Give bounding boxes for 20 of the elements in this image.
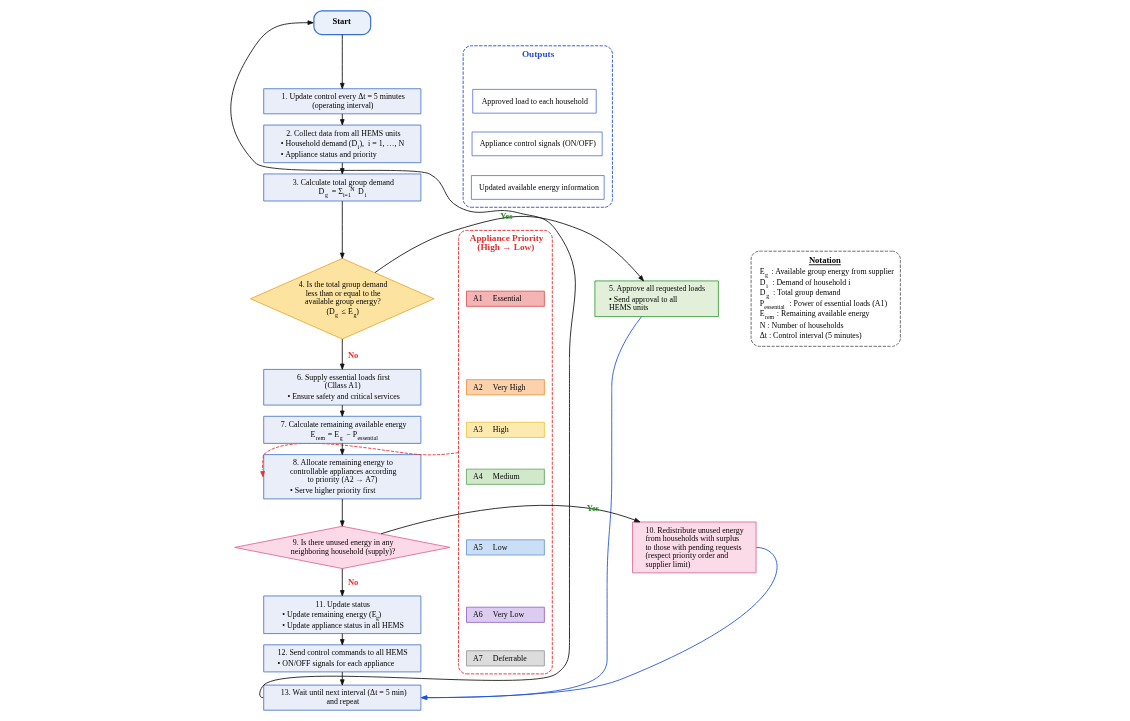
arrow	[339, 443, 345, 455]
edge-label: No	[347, 576, 358, 587]
arrow	[380, 504, 640, 535]
arrow	[339, 34, 345, 90]
arrow	[339, 338, 345, 370]
arrow	[339, 162, 345, 175]
arrow	[374, 216, 644, 282]
arrow	[339, 671, 345, 686]
arrow	[420, 547, 777, 700]
arrow	[339, 404, 345, 417]
arrow	[229, 20, 576, 699]
arrow	[339, 200, 345, 259]
arrow	[339, 633, 345, 646]
arrow	[259, 442, 459, 478]
arrow	[339, 113, 345, 126]
node-box: Start	[312, 10, 371, 36]
edge-label: No	[347, 350, 358, 361]
arrow	[339, 568, 345, 597]
arrow	[339, 498, 345, 527]
arrow	[420, 316, 642, 700]
